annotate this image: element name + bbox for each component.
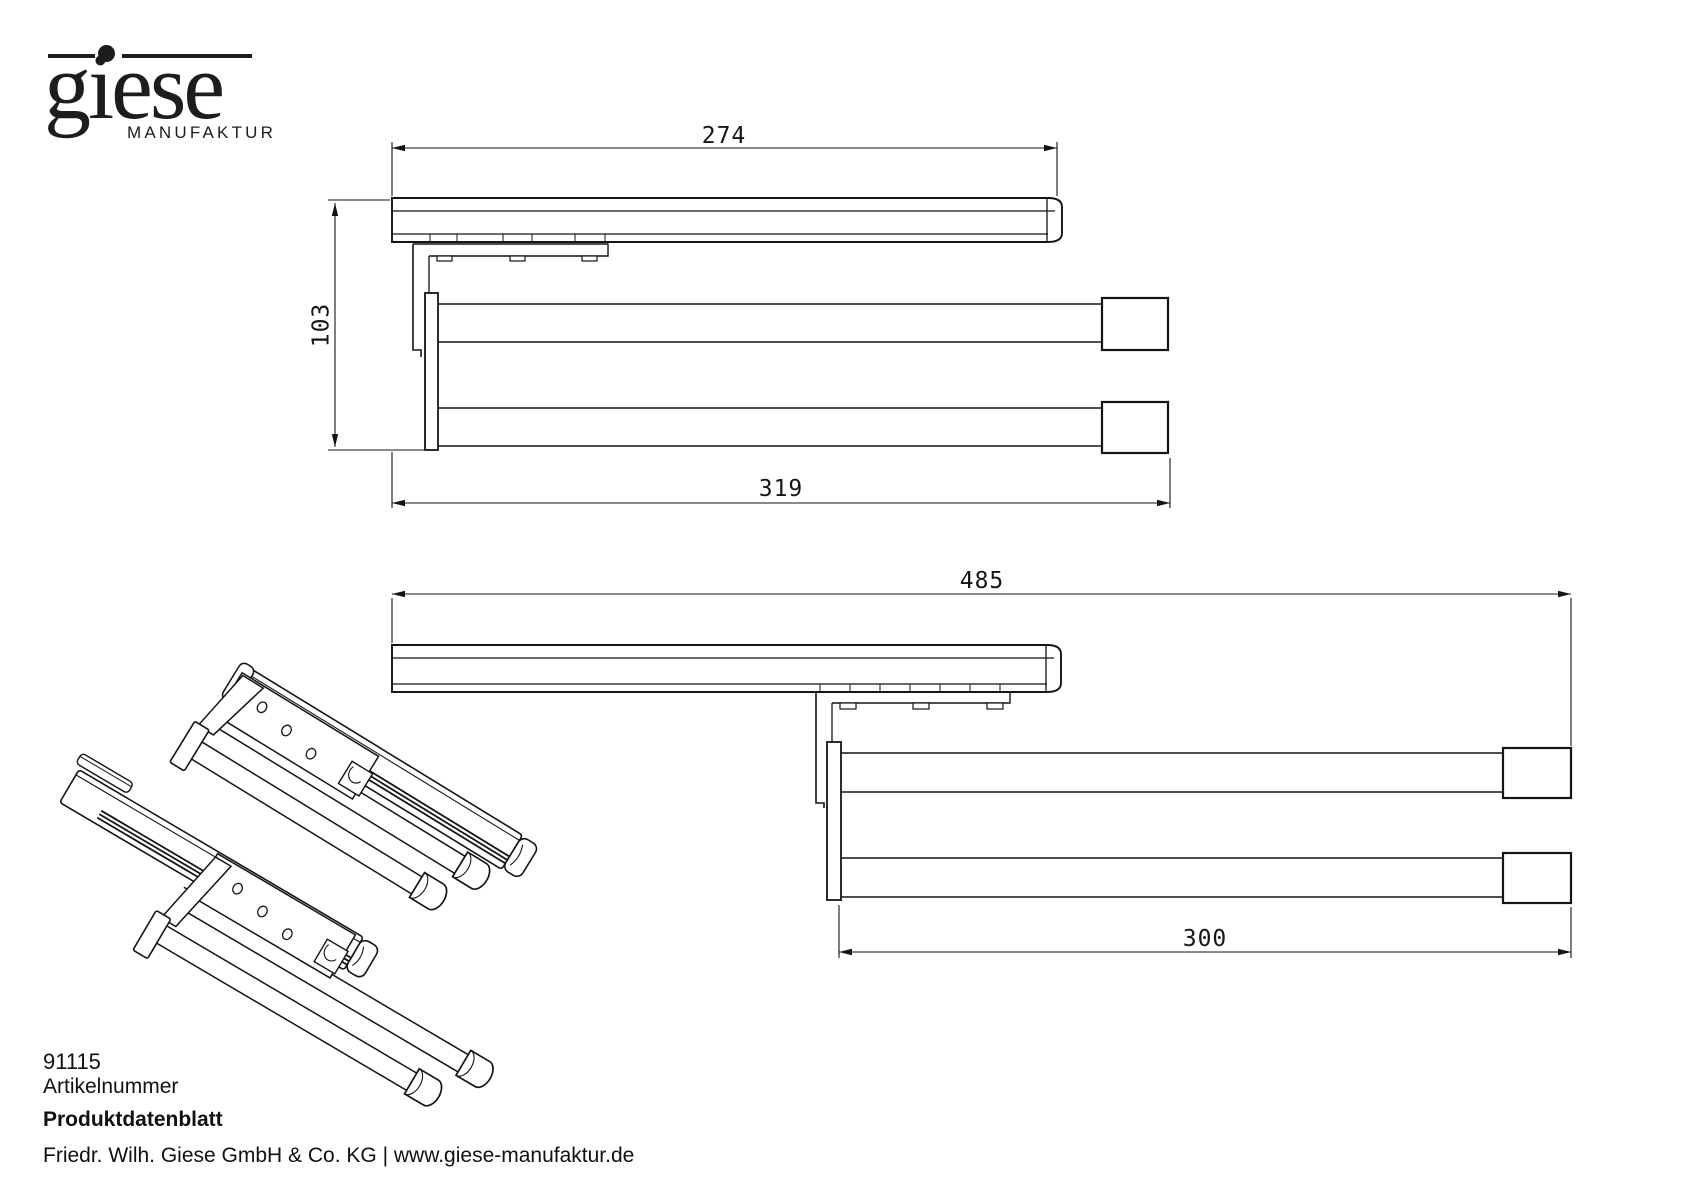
company-line: Friedr. Wilh. Giese GmbH & Co. KG | www.… xyxy=(43,1144,635,1167)
front-view-drawing xyxy=(391,590,1573,958)
dim-label-103: 103 xyxy=(308,302,335,348)
logo-overline-right xyxy=(122,54,252,58)
logo-overline-left xyxy=(48,54,95,58)
sheet-type-label: Produktdatenblatt xyxy=(43,1108,223,1131)
logo-wordmark: giese xyxy=(44,35,225,139)
logo-subtitle: MANUFAKTUR xyxy=(127,123,277,142)
logo-dot-icon xyxy=(98,45,115,62)
giese-logo: giese MANUFAKTUR xyxy=(44,0,304,160)
article-number-label: Artikelnummer xyxy=(43,1075,179,1098)
dim-label-274: 274 xyxy=(701,123,747,149)
article-number: 91115 xyxy=(43,1049,101,1074)
dim-label-485: 485 xyxy=(959,568,1005,594)
side-view-drawing xyxy=(328,142,1171,508)
dim-label-319: 319 xyxy=(758,476,804,502)
dim-label-300: 300 xyxy=(1182,926,1228,952)
isometric-view-drawing xyxy=(60,662,538,1107)
